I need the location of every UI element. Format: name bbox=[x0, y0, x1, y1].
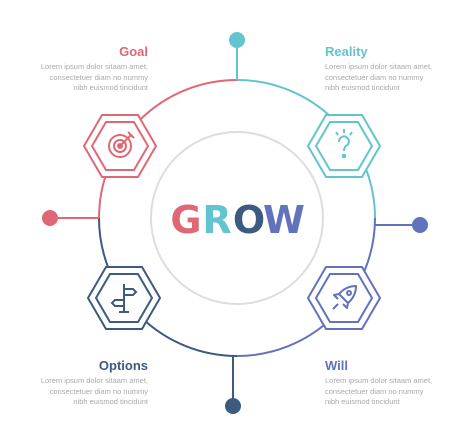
goal-connector bbox=[42, 210, 99, 226]
options-title: Options bbox=[98, 358, 148, 373]
will-description: Lorem ipsum dolor sitaam amet, consectet… bbox=[325, 376, 433, 406]
question-icon bbox=[335, 129, 353, 159]
options-description: Lorem ipsum dolor sitaam amet, consectet… bbox=[40, 376, 148, 406]
grow-letter-o: O bbox=[233, 198, 265, 242]
reality-description: Lorem ipsum dolor sitaam amet, consectet… bbox=[325, 62, 433, 92]
goal-hexagon bbox=[82, 114, 158, 178]
reality-connector bbox=[229, 32, 245, 80]
will-hexagon bbox=[306, 266, 382, 330]
reality-hexagon bbox=[306, 114, 382, 178]
grow-letter-g: G bbox=[170, 198, 201, 242]
goal-title: Goal bbox=[119, 44, 148, 59]
goal-description: Lorem ipsum dolor sitaam amet, consectet… bbox=[40, 62, 148, 92]
options-hexagon bbox=[86, 266, 162, 330]
grow-letter-w: W bbox=[263, 198, 305, 242]
rocket-icon bbox=[332, 285, 357, 310]
options-connector bbox=[225, 356, 241, 414]
will-title: Will bbox=[325, 358, 348, 373]
target-icon bbox=[108, 131, 135, 158]
inner-circle bbox=[150, 131, 324, 305]
reality-title: Reality bbox=[325, 44, 368, 59]
grow-letter-r: R bbox=[202, 198, 231, 242]
signpost-icon bbox=[110, 284, 138, 313]
will-connector bbox=[375, 217, 428, 233]
